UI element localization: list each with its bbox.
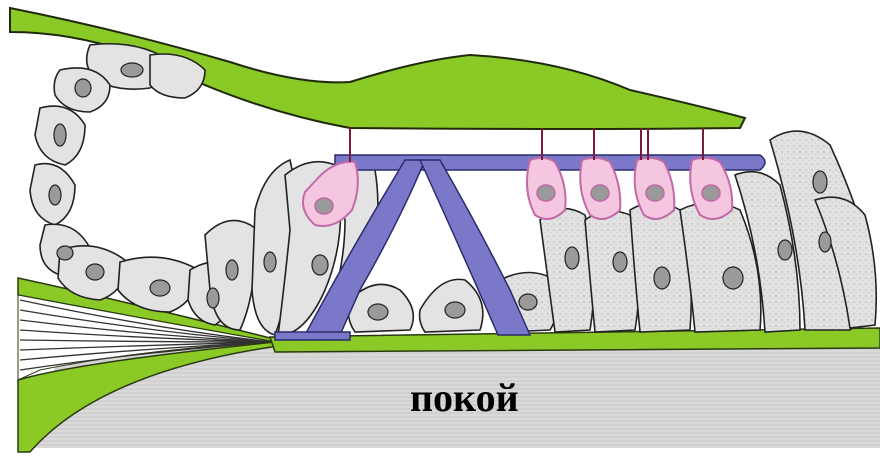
outer-hair-cell-4 xyxy=(690,128,732,219)
tunnel-floor-nuclei xyxy=(368,302,465,320)
state-label: покой xyxy=(410,374,519,421)
outer-hair-cell-1 xyxy=(527,128,566,219)
outer-hair-cell-2 xyxy=(580,128,620,219)
outer-hair-cell-3 xyxy=(635,128,675,219)
outer-hair-cells xyxy=(527,128,732,219)
